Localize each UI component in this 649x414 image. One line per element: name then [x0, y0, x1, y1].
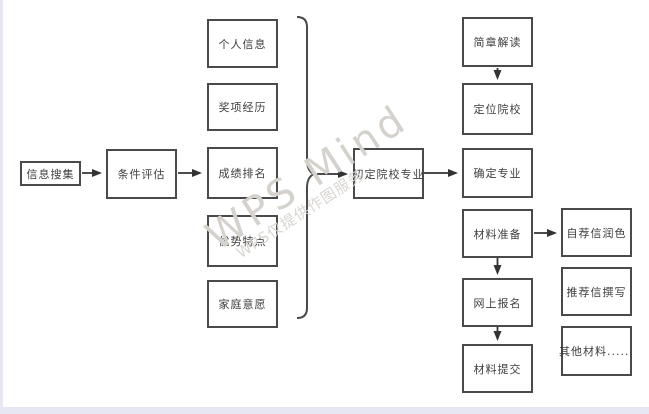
node-info-collect[interactable]: 信息搜集 — [20, 161, 81, 186]
node-initial-school-major[interactable]: 初定院校专业 — [353, 148, 424, 199]
node-material-submit[interactable]: 材料提交 — [462, 344, 533, 393]
node-family-wish[interactable]: 家庭意愿 — [207, 280, 278, 328]
node-online-signup[interactable]: 网上报名 — [462, 278, 533, 327]
node-label: 网上报名 — [473, 296, 522, 310]
node-label: 初定院校专业 — [352, 167, 425, 181]
node-label: 自荐信润色 — [566, 226, 627, 240]
node-material-prep[interactable]: 材料准备 — [462, 209, 533, 258]
node-award-exp[interactable]: 奖项经历 — [207, 83, 278, 131]
page-edge-left — [0, 0, 3, 414]
node-other-materials[interactable]: 其他材料...... — [559, 326, 634, 376]
brace-group — [296, 16, 317, 319]
node-strengths[interactable]: 优势特点 — [207, 215, 278, 267]
node-label: 定位院校 — [473, 103, 522, 116]
node-label: 其他材料...... — [559, 345, 634, 358]
node-condition-eval[interactable]: 条件评估 — [106, 149, 177, 199]
node-rec-letter-write[interactable]: 推荐信撰写 — [561, 267, 632, 316]
node-label: 确定专业 — [473, 167, 522, 180]
node-label: 材料准备 — [473, 227, 522, 241]
node-target-school[interactable]: 定位院校 — [462, 83, 533, 135]
node-label: 家庭意愿 — [218, 298, 267, 311]
node-label: 条件评估 — [117, 168, 166, 181]
node-label: 材料提交 — [473, 362, 522, 376]
node-label: 信息搜集 — [26, 167, 75, 181]
node-label: 奖项经历 — [218, 101, 267, 114]
page-edge-bottom — [0, 407, 649, 414]
node-personal-info[interactable]: 个人信息 — [207, 19, 278, 68]
node-label: 简章解读 — [473, 36, 522, 49]
node-label: 推荐信撰写 — [566, 285, 627, 299]
node-label: 优势特点 — [218, 235, 267, 248]
node-grade-rank[interactable]: 成绩排名 — [207, 147, 278, 199]
node-label: 成绩排名 — [218, 167, 267, 180]
node-label: 个人信息 — [218, 37, 267, 51]
node-self-letter-polish[interactable]: 自荐信润色 — [561, 208, 632, 257]
node-confirm-major[interactable]: 确定专业 — [462, 148, 533, 198]
node-brochure-read[interactable]: 简章解读 — [462, 17, 533, 67]
